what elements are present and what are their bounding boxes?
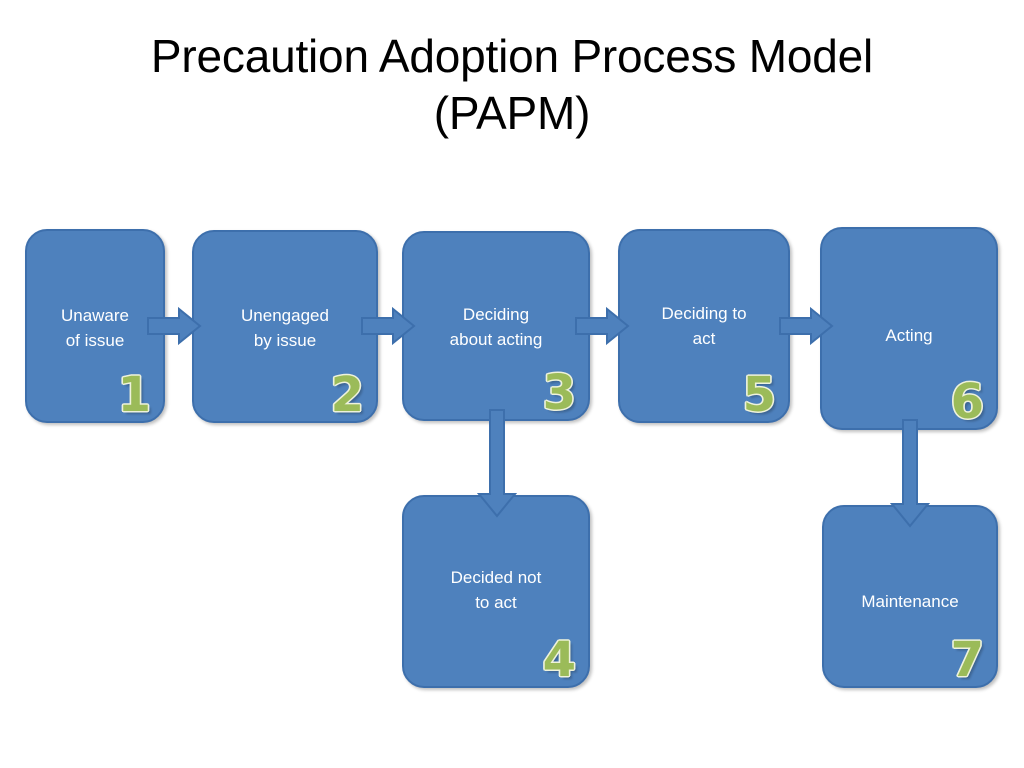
arrow-stage6-to-stage7 bbox=[889, 419, 931, 528]
right-arrow-icon bbox=[575, 306, 630, 346]
arrow-stage1-to-stage2 bbox=[146, 306, 202, 346]
down-arrow-icon bbox=[889, 419, 931, 528]
node-stage1[interactable]: Unaware of issue 1 bbox=[25, 229, 165, 423]
node-stage7[interactable]: Maintenance 7 bbox=[822, 505, 998, 688]
page-title: Precaution Adoption Process Model (PAPM) bbox=[150, 30, 874, 139]
arrow-stage2-to-stage3 bbox=[360, 306, 416, 346]
node-stage5[interactable]: Deciding to act 5 bbox=[618, 229, 790, 423]
node-stage5-label: Deciding to act bbox=[661, 304, 747, 348]
node-stage4[interactable]: Decided not to act 4 bbox=[402, 495, 590, 688]
right-arrow-icon bbox=[361, 306, 416, 346]
down-arrow-icon bbox=[476, 409, 518, 518]
node-stage5-number: 5 bbox=[742, 367, 776, 423]
node-stage7-label: Maintenance bbox=[861, 592, 959, 611]
node-stage2-label: Unengaged by issue bbox=[241, 306, 329, 350]
node-stage4-number: 4 bbox=[542, 632, 576, 688]
arrow-stage5-to-stage6 bbox=[778, 306, 834, 346]
arrow-stage3-to-stage5 bbox=[574, 306, 630, 346]
arrow-stage3-to-stage4 bbox=[476, 409, 518, 518]
node-stage6-number: 6 bbox=[950, 374, 984, 430]
node-stage1-number: 1 bbox=[117, 367, 151, 423]
right-arrow-icon bbox=[779, 306, 834, 346]
node-stage7-number: 7 bbox=[950, 632, 984, 688]
node-stage6-label: Acting bbox=[885, 326, 933, 345]
node-stage3-label: Deciding about acting bbox=[449, 305, 543, 349]
node-stage4-label: Decided not to act bbox=[450, 568, 542, 612]
node-stage2-number: 2 bbox=[330, 367, 364, 423]
node-stage2[interactable]: Unengaged by issue 2 bbox=[192, 230, 378, 423]
node-stage3[interactable]: Deciding about acting 3 bbox=[402, 231, 590, 421]
node-stage6[interactable]: Acting 6 bbox=[820, 227, 998, 430]
node-stage3-number: 3 bbox=[542, 365, 576, 421]
node-stage1-label: Unaware of issue bbox=[60, 306, 130, 350]
right-arrow-icon bbox=[147, 306, 202, 346]
